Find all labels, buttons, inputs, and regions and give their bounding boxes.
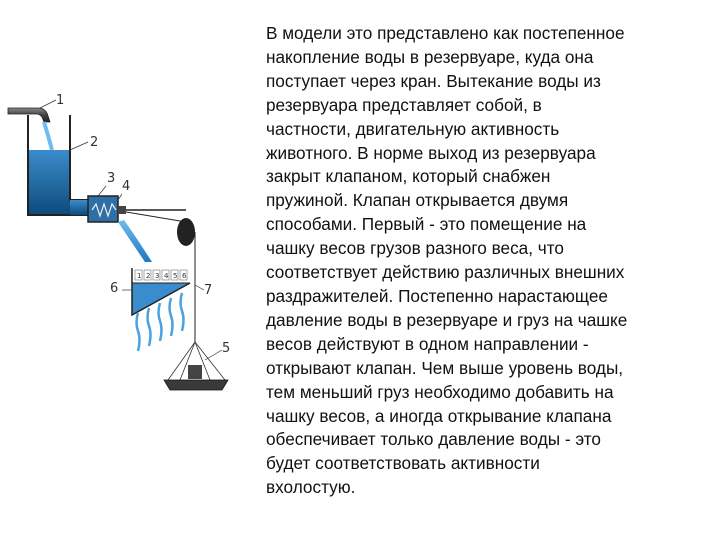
outflow-stream [118,220,152,262]
scale-cell [161,269,170,281]
text-line: чашку весов, а иногда открывание клапана [266,405,612,426]
water-drip [168,297,174,337]
callout-label-7: 7 [204,283,212,298]
callout-label-3: 3 [107,171,115,186]
text-line: накопление воды в резервуаре, куда она [266,46,594,67]
text-line: давление воды в резервуаре и груз на чаш… [266,309,628,330]
text-line: тем меньший груз необходимо добавить на [266,381,614,402]
text-line: резервуара представляет собой, в [266,94,542,115]
valve-spring [91,202,117,218]
scale-cell [179,269,188,281]
scale-number: 2 [146,272,150,280]
water-drip [135,312,141,352]
callout-label-4: 4 [122,179,130,194]
scale-number: 3 [155,272,159,280]
water-drip [146,307,152,347]
text-line: способами. Первый - это помещение на [266,214,587,235]
text-line: животного. В норме выход из резервуара [266,142,596,163]
faucet [7,107,54,151]
callout-leader-2 [69,141,89,151]
text-line: соответствует действию различных внешних [266,262,625,283]
scale-cell [170,269,179,281]
reservoir-water [28,150,70,215]
weight [188,365,202,379]
callout-leader-4 [117,193,123,201]
water-drip [179,292,185,332]
text-line: частности, двигательную активность [266,118,560,139]
scale-number: 4 [164,272,169,280]
text-line: будет соответствовать активности [266,453,540,474]
water-drip [157,302,163,342]
text-line: В модели это представлено как постепенно… [266,23,625,43]
scale-pan [163,341,229,391]
text-line: закрыт клапаном, который снабжен [266,166,551,187]
scale-cell [143,269,152,281]
callout-leader-1 [39,99,57,109]
description-text: В модели это представлено как постепенно… [266,22,706,500]
valve [87,195,126,223]
text-line: поступает через кран. Вытекание воды из [266,70,601,91]
inflow-stream [42,121,54,151]
callout-label-1: 1 [56,93,64,108]
scale-cell [152,269,161,281]
text-line: весов действуют в одном направлении - [266,333,589,354]
pulley-system [125,209,196,342]
scale-number: 6 [182,272,187,280]
callout-label-2: 2 [90,135,98,150]
callout-leader-5 [204,349,223,361]
text-line: пружиной. Клапан открывается двумя [266,190,569,211]
text-line: открывают клапан. Чем выше уровень воды, [266,357,624,378]
callout-leader-3 [97,185,107,197]
text-line: раздражителей. Постепенно нарастающее [266,285,608,306]
reservoir [27,115,89,216]
text-line: вхолостую. [266,477,356,498]
pulley-wheel [177,218,195,246]
callout-leader-7 [194,284,205,291]
callout-label-5: 5 [222,341,230,356]
scale-number: 1 [137,272,141,280]
text-line: чашку весов грузов разного веса, что [266,238,564,259]
scale-cell [134,269,143,281]
text-line: обеспечивает только давление воды - это [266,429,601,450]
callout-label-6: 6 [110,281,118,296]
scale-number: 5 [173,272,177,280]
